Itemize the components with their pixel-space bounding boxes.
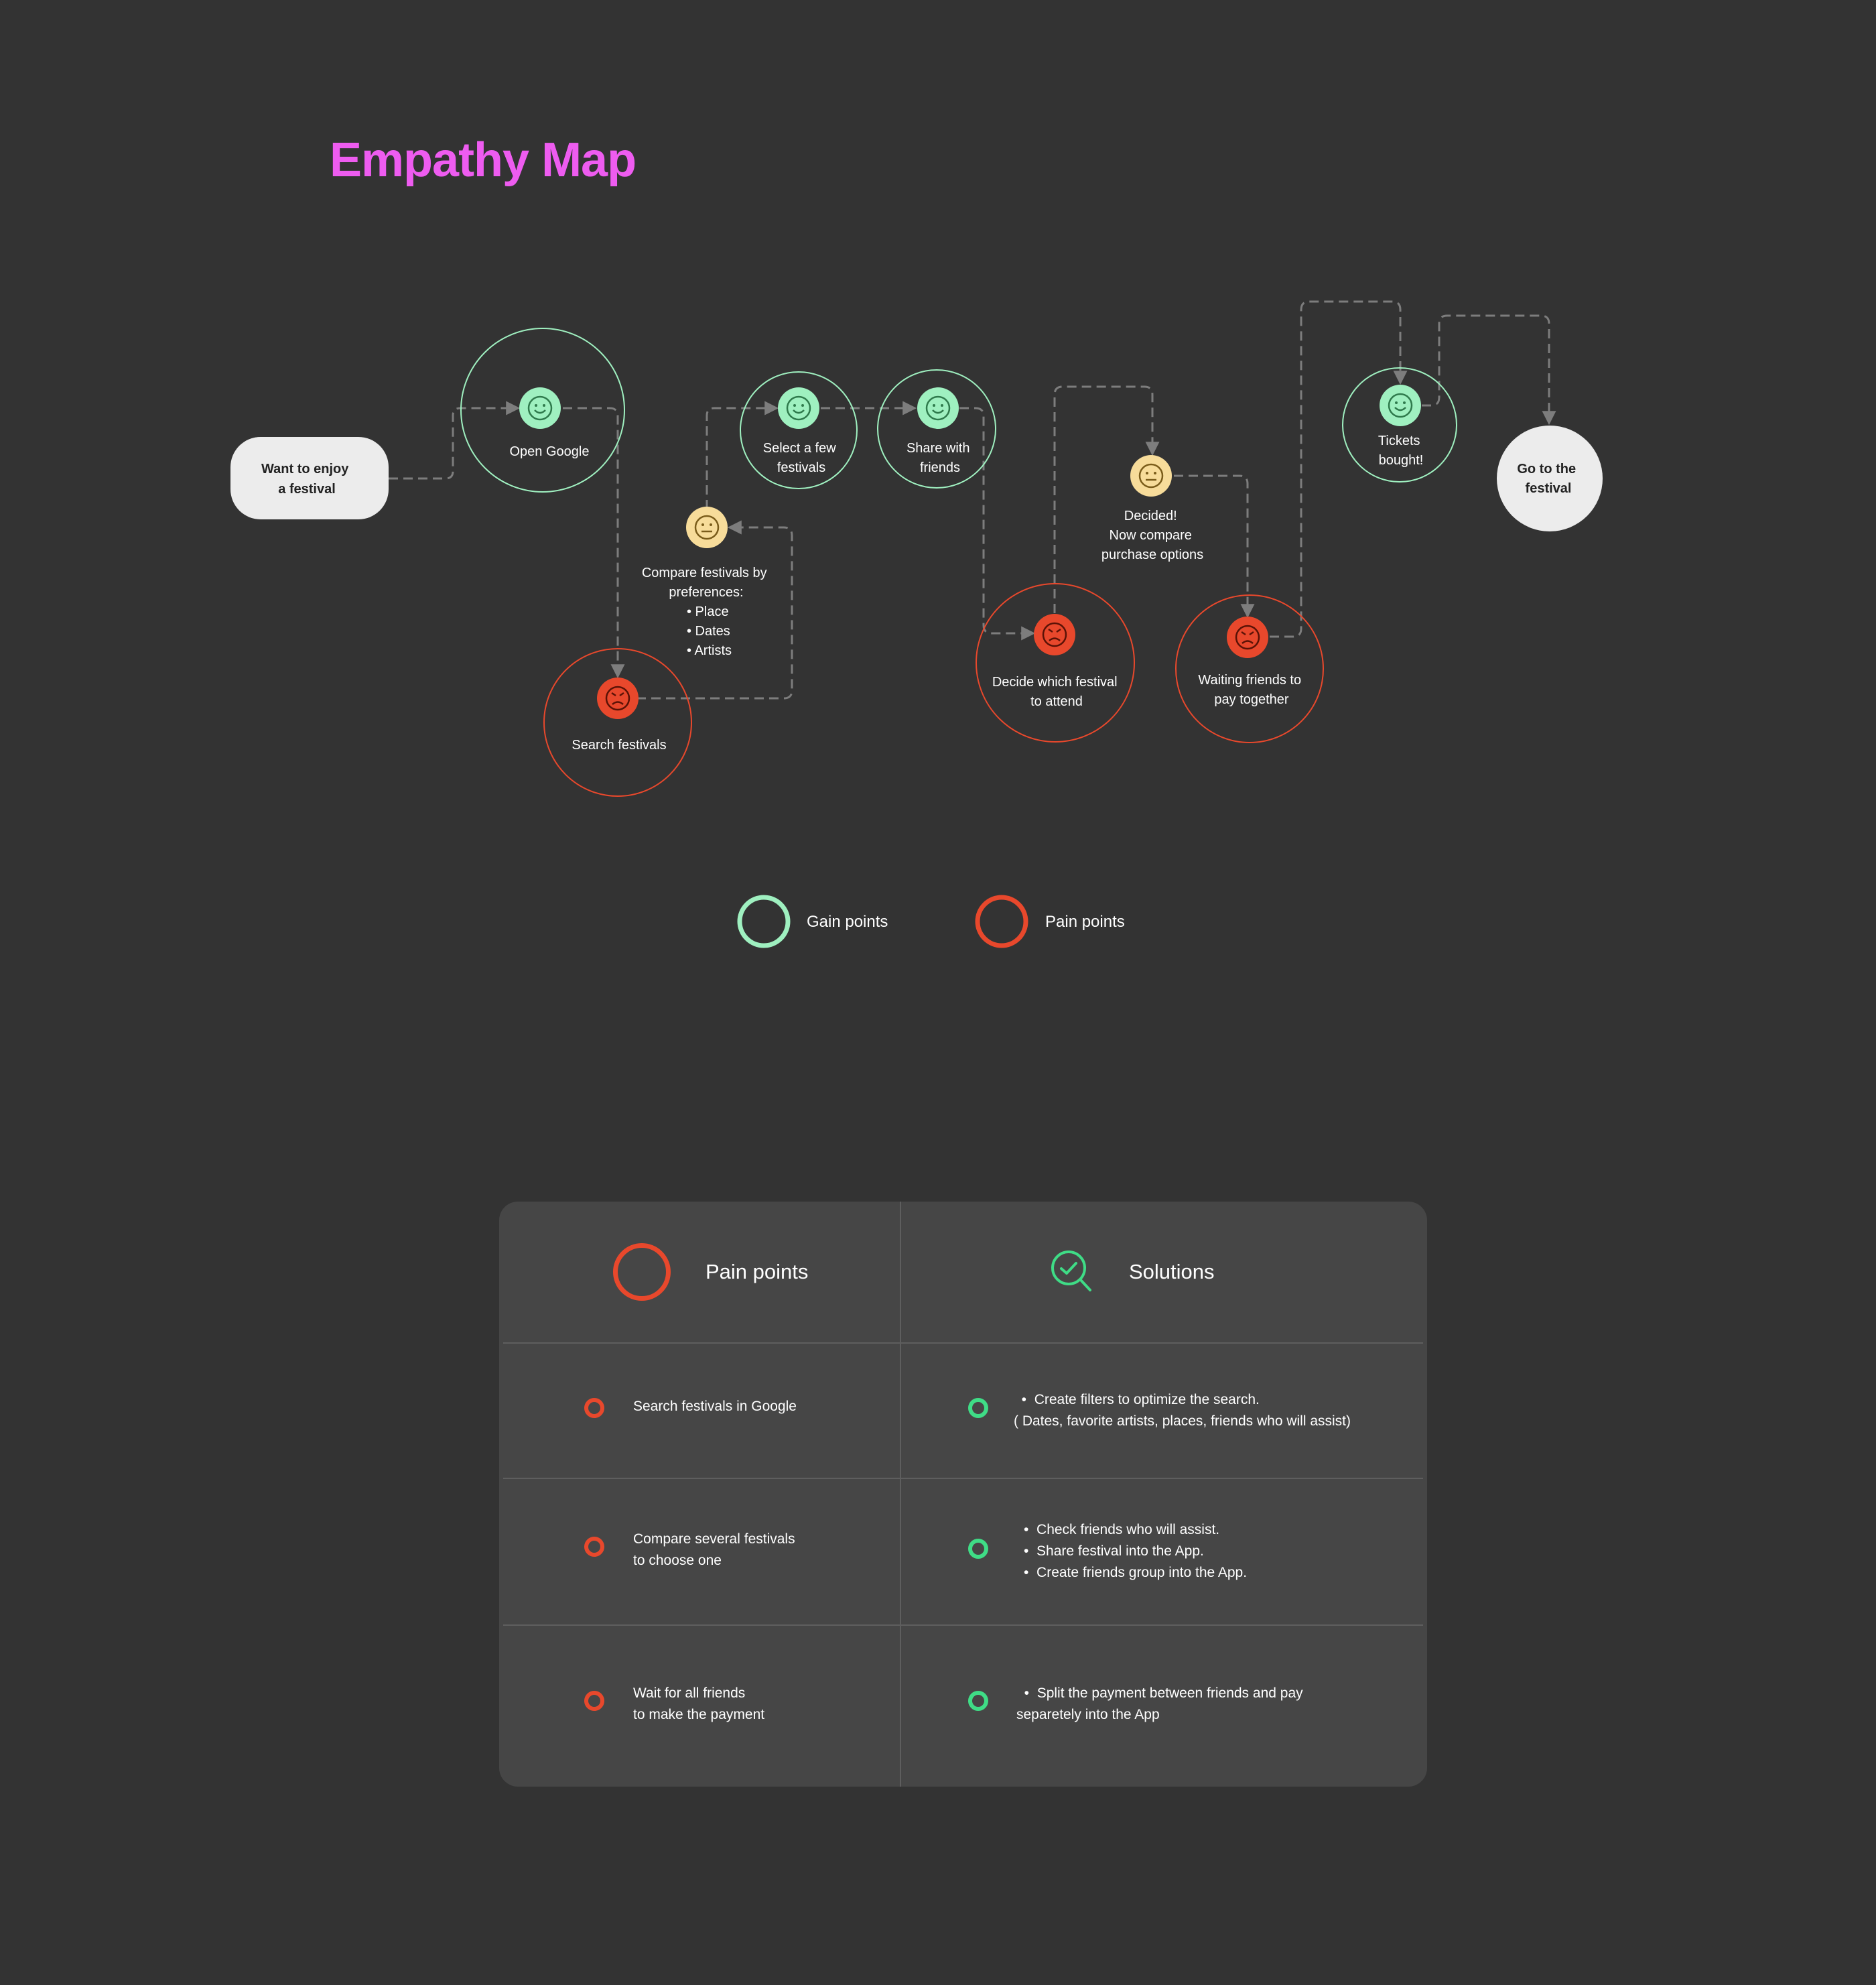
connectors: [389, 300, 1556, 700]
journey-map: Want to enjoy a festival Open Google Sea…: [230, 300, 1603, 948]
angry-face-icon: [1034, 614, 1075, 655]
solution-text: Create filters to optimize the search.: [1034, 1392, 1260, 1407]
select-festivals-ring: [740, 371, 858, 489]
connector-waiting-tickets: [1270, 300, 1408, 638]
decided-label: Decided! Now compare purchase options: [1101, 509, 1203, 562]
angry-face-icon: [597, 678, 639, 719]
legend-gain-label: Gain points: [807, 913, 888, 931]
compare-festivals-label: Compare festivals by preferences:: [642, 566, 770, 600]
open-google-label: Open Google: [510, 444, 590, 459]
start-label-line-2: a festival: [278, 482, 336, 497]
start-label-line-1: Want to enjoy: [261, 462, 349, 476]
solution-ring-icon: [968, 1398, 988, 1418]
solution-text: Share festival into the App.: [1036, 1543, 1204, 1559]
waiting-friends-label: Waiting friends to pay together: [1198, 673, 1304, 707]
neutral-face-icon: [1130, 455, 1172, 497]
solution-row-1: • Create filters to optimize the search.…: [1014, 1389, 1351, 1432]
solution-ring-icon: [968, 1691, 988, 1711]
angry-face-icon: [1227, 617, 1268, 658]
solution-text: Split the payment between friends and pa…: [1036, 1685, 1303, 1701]
happy-face-icon: [778, 387, 819, 429]
search-festivals-ring: [543, 648, 692, 797]
neutral-face-icon: [686, 507, 728, 548]
solution-row-2: • Check friends who will assist. • Share…: [1024, 1519, 1247, 1584]
happy-face-icon: [1380, 385, 1421, 426]
solution-item: • Create friends group into the App.: [1024, 1565, 1248, 1580]
table-row-divider: [503, 1478, 1423, 1479]
pain-ring-icon: [584, 1691, 604, 1711]
tickets-bought-ring: [1342, 367, 1457, 483]
connector-search-compare: [636, 520, 793, 700]
pain-ring-icon: [584, 1398, 604, 1418]
solution-item: • Create filters to optimize the search.: [1014, 1392, 1260, 1407]
open-google-ring: [460, 328, 625, 493]
solution-text: Create friends group into the App.: [1036, 1565, 1248, 1580]
solution-item: separetely into the App: [1016, 1704, 1303, 1726]
start-node: [230, 437, 389, 519]
end-label: Go to the festival: [1517, 462, 1579, 496]
connector-start-open-google: [389, 401, 521, 480]
pain-ring-icon: [584, 1537, 604, 1557]
tickets-bought-label: Tickets bought!: [1378, 434, 1424, 468]
search-festivals-label: Search festivals: [572, 738, 666, 753]
legend-pain-label: Pain points: [1045, 913, 1125, 931]
compare-bullets: • Place • Dates • Artists: [687, 604, 734, 658]
pain-header-cell: Pain points: [613, 1202, 808, 1342]
connector-compare-select: [706, 401, 779, 509]
pain-solutions-table: Pain points Solutions Search festivals i…: [499, 1202, 1427, 1787]
pain-row-3: Wait for all friends to make the payment: [633, 1685, 765, 1722]
select-festivals-label: Select a few festivals: [763, 441, 840, 475]
solution-item: • Check friends who will assist.: [1024, 1522, 1220, 1537]
solutions-header-cell: Solutions: [1049, 1202, 1215, 1342]
pain-row-1: Search festivals in Google: [633, 1399, 797, 1414]
decide-festival-ring: [976, 583, 1135, 743]
solution-item: • Share festival into the App.: [1024, 1543, 1204, 1559]
pain-ring-icon: [613, 1243, 671, 1301]
share-friends-ring: [877, 369, 996, 489]
solution-item: ( Dates, favorite artists, places, frien…: [1014, 1411, 1351, 1432]
page-title: Empathy Map: [330, 133, 636, 187]
solution-row-3: • Split the payment between friends and …: [1016, 1683, 1303, 1726]
connector-decided-waiting: [1174, 474, 1255, 619]
solution-text: Check friends who will assist.: [1036, 1522, 1220, 1537]
pain-header-label: Pain points: [706, 1260, 809, 1283]
legend-pain-ring: [975, 895, 1028, 948]
end-node: [1497, 426, 1603, 531]
solution-item: • Split the payment between friends and …: [1016, 1685, 1303, 1701]
connector-tickets-end: [1422, 314, 1556, 426]
solution-text: separetely into the App: [1016, 1707, 1160, 1722]
pain-row-2: Compare several festivals to choose one: [633, 1531, 795, 1568]
connector-open-google-search: [563, 407, 625, 679]
legend-gain-ring: [737, 895, 791, 948]
start-label: Want to enjoy a festival: [261, 462, 352, 497]
table-row-divider: [503, 1624, 1423, 1626]
table-column-divider: [900, 1202, 901, 1787]
waiting-friends-ring: [1175, 594, 1324, 743]
table-row-divider: [503, 1342, 1423, 1344]
solution-ring-icon: [968, 1539, 988, 1559]
search-check-icon: [1051, 1251, 1091, 1291]
solution-text: ( Dates, favorite artists, places, frien…: [1014, 1413, 1351, 1429]
decide-festival-label: Decide which festival to attend: [992, 675, 1121, 709]
share-friends-label: Share with friends: [907, 441, 974, 475]
connector-share-decide: [959, 407, 1036, 641]
solutions-header-label: Solutions: [1129, 1260, 1215, 1283]
connector-decide-decided: [1053, 385, 1160, 613]
happy-face-icon: [519, 387, 561, 429]
happy-face-icon: [917, 387, 959, 429]
